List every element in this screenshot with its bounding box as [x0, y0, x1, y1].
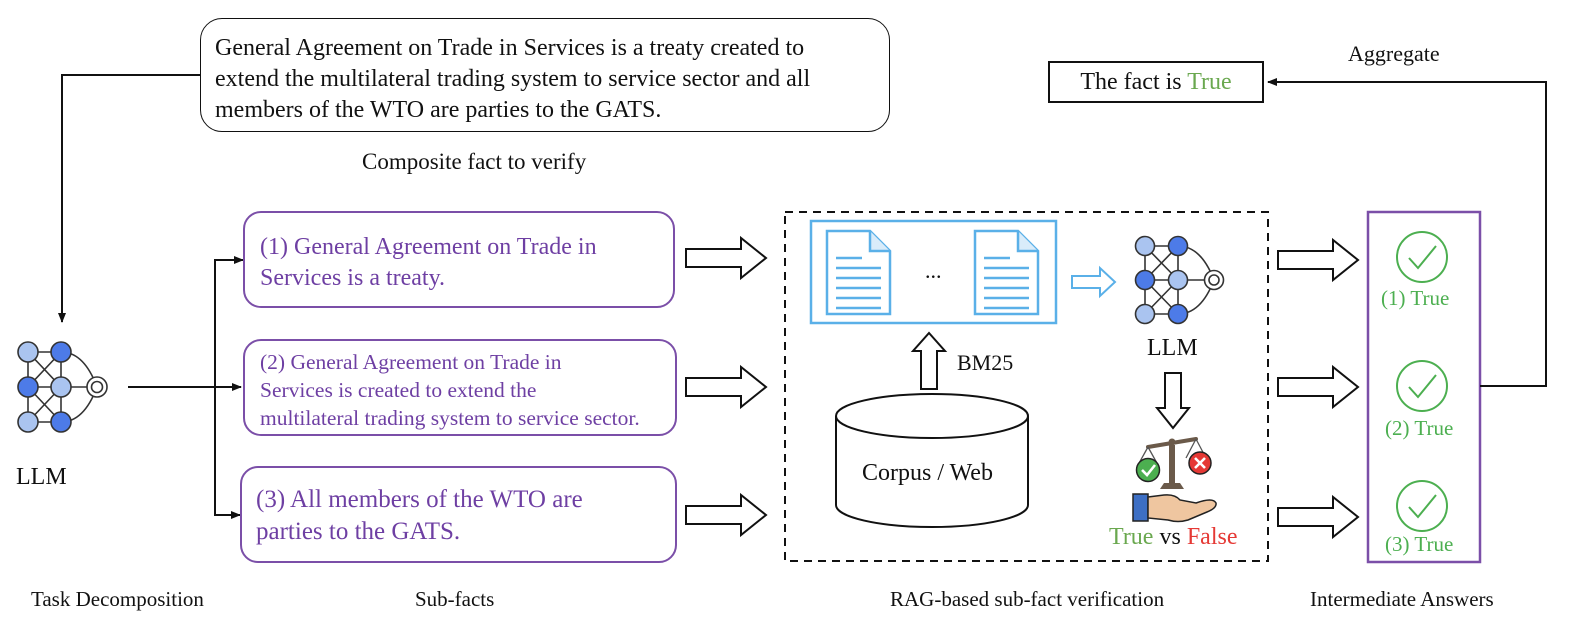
llm-to-scale-arrow [1154, 372, 1192, 430]
stage-label-verification: RAG-based sub-fact verification [890, 587, 1165, 611]
subfact-line: (1) General Agreement on Trade in [260, 234, 597, 260]
llm-label: LLM [16, 464, 67, 490]
rag-to-answer-arrows [1277, 237, 1360, 540]
subfact-box-2: (2) General Agreement on Trade in Servic… [243, 339, 677, 436]
stage-label-intermediate: Intermediate Answers [1310, 587, 1494, 611]
check-circle-icon [1396, 480, 1448, 532]
answer-label-2: (2) True [1385, 416, 1454, 440]
verdict-vs: vs [1159, 524, 1181, 550]
final-fact-box: The fact is True [1048, 61, 1264, 103]
composite-to-llm-arrow [58, 74, 200, 323]
corpus-to-docs-arrow [910, 331, 948, 390]
aggregate-label: Aggregate [1348, 41, 1440, 66]
corpus-label: Corpus / Web [862, 460, 993, 486]
subfact-line: Services is a treaty. [260, 265, 446, 291]
document-icon [825, 229, 892, 316]
subfact-box-1: (1) General Agreement on Trade in Servic… [243, 211, 675, 308]
docs-to-llm-arrow [1071, 265, 1117, 299]
rag-box [784, 211, 1269, 562]
composite-fact-line: members of the WTO are parties to the GA… [215, 97, 662, 123]
hand-icon [1132, 493, 1217, 523]
check-circle-icon [1396, 360, 1448, 412]
final-fact-value: True [1187, 69, 1232, 95]
verdict-true: True [1109, 524, 1154, 550]
retrieved-docs-panel [809, 219, 1058, 325]
composite-caption: Composite fact to verify [362, 149, 587, 174]
llm-network-icon [17, 341, 108, 433]
llm-network-icon [1134, 235, 1225, 325]
answer-label-1: (1) True [1381, 286, 1450, 310]
rag-llm-label: LLM [1147, 335, 1198, 361]
subfact-line: (2) General Agreement on Trade in [260, 350, 562, 374]
check-circle-icon [1396, 231, 1448, 283]
stage-label-subfacts: Sub-facts [415, 587, 495, 611]
answer-label-3: (3) True [1385, 532, 1454, 556]
composite-fact-line: extend the multilateral trading system t… [215, 66, 811, 92]
bm25-label: BM25 [957, 350, 1014, 375]
subfact-to-rag-arrows [685, 235, 768, 538]
document-icon [973, 229, 1040, 316]
subfact-line: multilateral trading system to service s… [260, 406, 640, 430]
llm-to-subfacts-arrows [128, 256, 244, 519]
subfact-line: parties to the GATS. [256, 518, 461, 545]
verdict-false: False [1186, 524, 1238, 550]
subfact-line: (3) All members of the WTO are [256, 486, 583, 513]
composite-fact-line: General Agreement on Trade in Services i… [215, 35, 805, 61]
final-fact-prefix: The fact is [1080, 69, 1182, 95]
subfact-box-3: (3) All members of the WTO are parties t… [240, 466, 677, 563]
verdict-label: True vs False [1109, 524, 1237, 551]
aggregate-arrow [1267, 78, 1547, 387]
scale-icon [1135, 437, 1212, 489]
stage-label-decomposition: Task Decomposition [31, 587, 204, 611]
composite-fact-box: General Agreement on Trade in Services i… [200, 18, 890, 132]
subfact-line: Services is created to extend the [260, 378, 537, 402]
docs-ellipsis: ... [925, 258, 942, 283]
database-icon [835, 393, 1029, 528]
